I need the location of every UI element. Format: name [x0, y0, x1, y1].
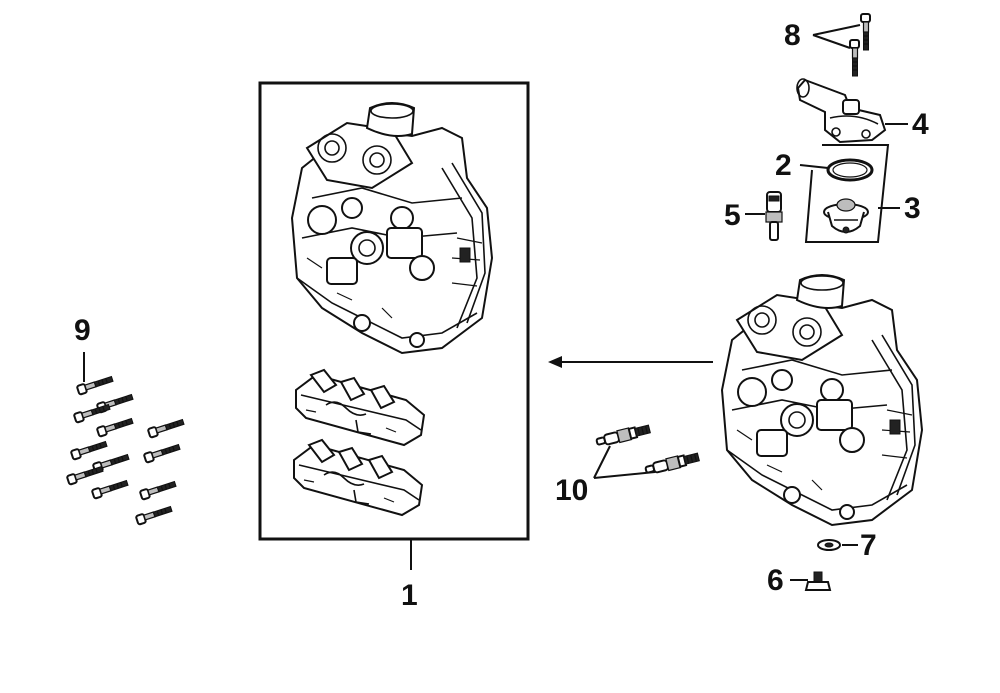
- callout-6: 6: [767, 564, 784, 597]
- bolt-9: [90, 478, 130, 500]
- leader-8: [812, 24, 861, 49]
- bolt-9: [142, 442, 182, 464]
- cylinder-head: [721, 274, 923, 526]
- bolt-9: [146, 417, 186, 439]
- reference-arrow: [548, 356, 713, 368]
- plug-screw: [804, 571, 832, 591]
- bolt-8-lower: [849, 39, 860, 77]
- spark-plug-1: [594, 422, 652, 449]
- bolt-9: [65, 464, 105, 486]
- bolt-9: [95, 416, 135, 438]
- o-ring: [826, 158, 874, 182]
- callout-10: 10: [555, 474, 588, 507]
- assembly-kit-box: [258, 81, 530, 541]
- thermostat: [823, 198, 869, 234]
- camshaft-carrier-upper: [295, 369, 425, 446]
- sealing-washer: [817, 539, 841, 551]
- bolt-9: [75, 374, 115, 396]
- callout-1: 1: [401, 579, 418, 612]
- bolt-8-upper: [860, 13, 871, 51]
- callout-8: 8: [784, 19, 801, 52]
- leader-10: [593, 445, 656, 479]
- callout-9: 9: [74, 314, 91, 347]
- callout-7: 7: [860, 529, 877, 562]
- callout-2: 2: [775, 149, 792, 182]
- bolt-9: [138, 479, 178, 501]
- cylinder-head-in-kit: [291, 102, 493, 354]
- bolt-9: [134, 504, 174, 526]
- thermostat-housing: [796, 78, 887, 144]
- camshaft-carrier-lower: [293, 439, 423, 516]
- callout-3: 3: [904, 192, 921, 225]
- temperature-sensor: [765, 191, 783, 241]
- thermostat-kit-box: [804, 144, 890, 243]
- callout-4: 4: [912, 108, 929, 141]
- bolt-9: [72, 402, 112, 424]
- bolt-set: [65, 374, 186, 526]
- leader-2: [799, 164, 829, 169]
- bolt-9: [69, 439, 109, 461]
- callout-5: 5: [724, 199, 741, 232]
